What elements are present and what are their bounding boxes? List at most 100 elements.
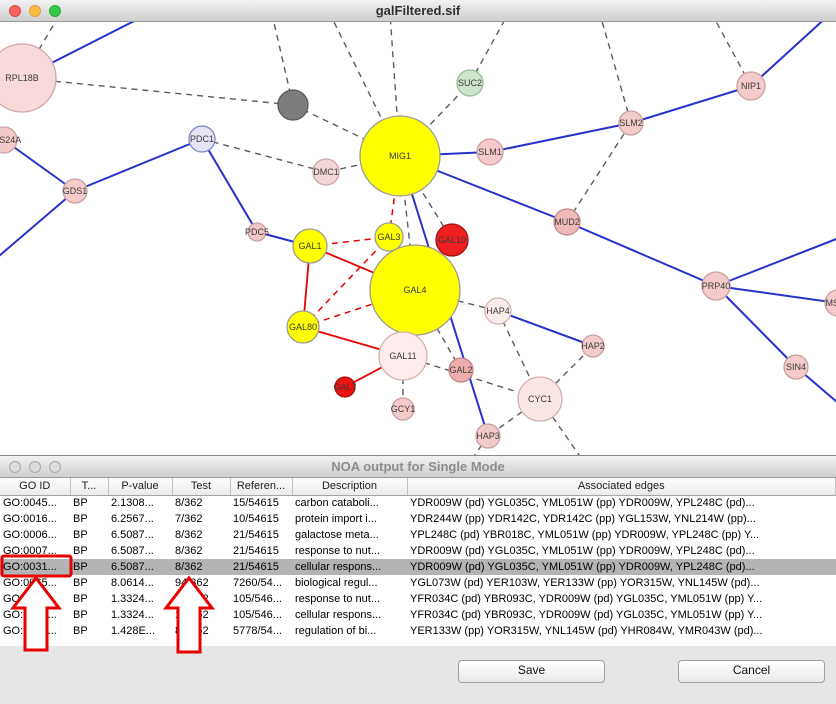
node-gal7[interactable]: GAL7: [333, 376, 357, 398]
edge-slm2-off[interactable]: [600, 22, 632, 124]
table-cell: BP: [73, 625, 88, 637]
node-label-pdc1: PDC1: [190, 134, 214, 144]
cancel-button[interactable]: Cancel: [678, 660, 825, 683]
node-slm2[interactable]: SLM2: [618, 110, 644, 136]
node-label-slm1: SLM1: [478, 147, 502, 157]
noa-titlebar[interactable]: NOA output for Single Mode: [0, 456, 836, 478]
edge-gds1-off[interactable]: [0, 190, 76, 262]
node-hap3[interactable]: HAP3: [475, 423, 501, 449]
column-header-go-id[interactable]: GO ID: [0, 478, 71, 496]
network-window: galFiltered.sif RPL18B RPS24A GDS1 PDC1DMC1…: [0, 0, 836, 455]
column-header-test[interactable]: Test: [172, 478, 231, 496]
edge-gds1-pdc1[interactable]: [74, 138, 203, 192]
node-nip1[interactable]: NIP1: [736, 71, 766, 101]
node-gal4[interactable]: GAL4: [369, 244, 461, 336]
node-sin4[interactable]: SIN4: [783, 354, 809, 380]
edge-prp40-off[interactable]: [715, 236, 836, 287]
edge-mud2-prp40[interactable]: [566, 221, 717, 287]
edge-rpl18b-gray1[interactable]: [21, 77, 294, 106]
close-button[interactable]: [9, 461, 21, 473]
node-gray1[interactable]: [277, 89, 309, 121]
table-cell: 8.0614...: [111, 577, 154, 589]
column-header-referen[interactable]: Referen...: [230, 478, 293, 496]
node-label-msn4: MSN4: [825, 298, 836, 308]
edge-slm2-nip1[interactable]: [630, 85, 752, 124]
table-cell: biological regul...: [295, 577, 378, 589]
node-hap2[interactable]: HAP2: [581, 334, 605, 358]
node-prp40[interactable]: PRP40: [701, 271, 731, 301]
edge-gal80-gal3[interactable]: [302, 236, 390, 328]
node-pdc1[interactable]: PDC1: [188, 125, 216, 153]
node-cyc1[interactable]: CYC1: [517, 376, 563, 422]
table-cell: BP: [73, 497, 88, 510]
minimize-button[interactable]: [29, 461, 41, 473]
node-rpl18b[interactable]: RPL18B: [0, 43, 57, 113]
node-rps24a[interactable]: RPS24A: [0, 126, 21, 154]
zoom-button[interactable]: [49, 5, 61, 17]
edge-nip1-off[interactable]: [750, 22, 830, 87]
save-button[interactable]: Save: [458, 660, 605, 683]
node-gal2[interactable]: GAL2: [448, 357, 474, 383]
node-gal1[interactable]: GAL1: [292, 228, 328, 264]
table-cell: BP: [73, 593, 88, 605]
table-cell: BP: [70, 559, 108, 575]
table-cell: GO:0050...: [3, 625, 57, 637]
node-label-gcy1: GCY1: [391, 404, 416, 414]
node-mud2[interactable]: MUD2: [553, 208, 581, 236]
node-label-gal80: GAL80: [289, 322, 317, 332]
node-gal11[interactable]: GAL11: [378, 331, 428, 381]
node-mig1[interactable]: MIG1: [359, 115, 441, 197]
table-cell: 14/362: [175, 609, 209, 621]
node-suc2[interactable]: SUC2: [456, 69, 484, 97]
table-cell: 21/54615: [233, 545, 279, 557]
zoom-button[interactable]: [49, 461, 61, 473]
table-cell: 6.5087...: [111, 545, 154, 557]
node-gal3[interactable]: GAL3: [374, 222, 404, 252]
minimize-button[interactable]: [29, 5, 41, 17]
edge-prp40-sin4[interactable]: [715, 285, 797, 368]
column-header-associated-edges[interactable]: Associated edges: [407, 478, 836, 496]
column-header-description[interactable]: Description: [292, 478, 408, 496]
edge-hap4-hap2[interactable]: [497, 310, 594, 347]
node-label-gds1: GDS1: [63, 186, 88, 196]
node-label-suc2: SUC2: [458, 78, 482, 88]
node-dmc1[interactable]: DMC1: [312, 158, 340, 186]
edge-pdc1-dmc1[interactable]: [201, 138, 327, 173]
node-label-mig1: MIG1: [389, 151, 411, 161]
node-pdc5[interactable]: PDC5: [245, 222, 269, 242]
edge-mud2-slm2[interactable]: [566, 122, 632, 223]
network-titlebar[interactable]: galFiltered.sif: [0, 0, 836, 22]
node-gal80[interactable]: GAL80: [286, 310, 320, 344]
node-hap4[interactable]: HAP4: [484, 297, 512, 325]
edge-slm1-slm2[interactable]: [489, 122, 632, 153]
table-cell: YGL073W (pd) YER103W, YER133W (pp) YOR31…: [410, 577, 760, 589]
table-cell: YER133W (pp) YOR315W, YNL145W (pd) YHR08…: [410, 625, 763, 637]
close-button[interactable]: [9, 5, 21, 17]
node-gcy1[interactable]: GCY1: [391, 397, 416, 421]
table-cell: 21/54615: [230, 559, 292, 575]
node-gal10[interactable]: GAL10: [435, 223, 469, 257]
edge-pdc1-pdc5[interactable]: [201, 138, 258, 233]
edge-gray1-mig1[interactable]: [292, 104, 401, 157]
node-msn4[interactable]: MSN4: [824, 289, 836, 317]
table-cell: 6.5087...: [111, 529, 154, 541]
node-gds1[interactable]: GDS1: [62, 178, 88, 204]
table-cell: 105/546...: [233, 593, 282, 605]
column-header-p-value[interactable]: P-value: [108, 478, 173, 496]
node-slm1[interactable]: SLM1: [476, 138, 504, 166]
edge-prp40-msn4[interactable]: [715, 285, 836, 304]
edge-gal80-gal4[interactable]: [302, 289, 416, 328]
edge-rps24a-gds1[interactable]: [3, 139, 76, 192]
column-header-t[interactable]: T...: [70, 478, 109, 496]
node-label-sin4: SIN4: [786, 362, 806, 372]
